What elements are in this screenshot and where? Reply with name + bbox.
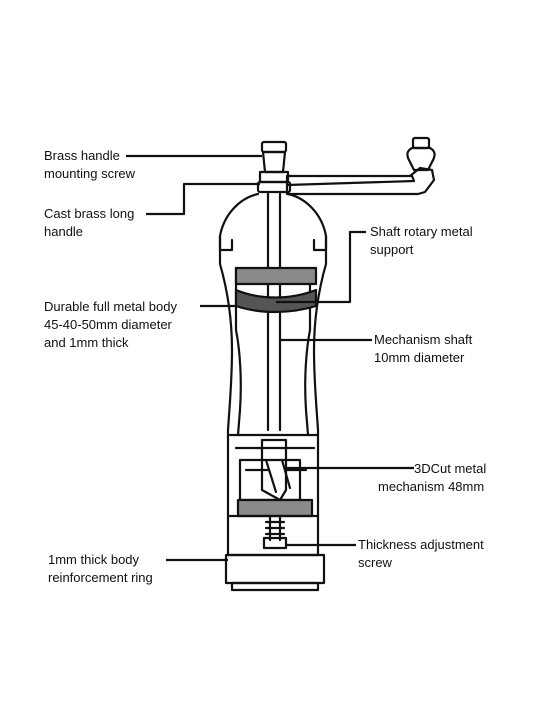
crank-handle <box>285 136 436 196</box>
label-adjustment-screw: Thickness adjustment screw <box>358 537 484 570</box>
label-mechanism-shaft: Mechanism shaft 10mm diameter <box>374 332 473 365</box>
top-knob <box>256 140 292 194</box>
label-full-metal-body: Durable full metal body 45-40-50mm diame… <box>44 299 177 350</box>
leader-shaft-support <box>276 230 366 304</box>
label-metal-mechanism: 3DCut metal mechanism 48mm <box>378 461 487 494</box>
label-shaft-support: Shaft rotary metal support <box>370 224 473 257</box>
label-reinforcement-ring: 1mm thick body reinforcement ring <box>48 552 153 585</box>
label-brass-handle-screw: Brass handle mounting screw <box>44 148 136 181</box>
label-cast-brass-handle: Cast brass long handle <box>44 206 135 239</box>
grinding-chamber <box>228 433 320 518</box>
base-ring <box>224 553 326 592</box>
shaft-support-plates <box>234 266 318 314</box>
adjustment-screw <box>262 514 288 550</box>
leader-cast-brass-handle <box>146 182 260 216</box>
